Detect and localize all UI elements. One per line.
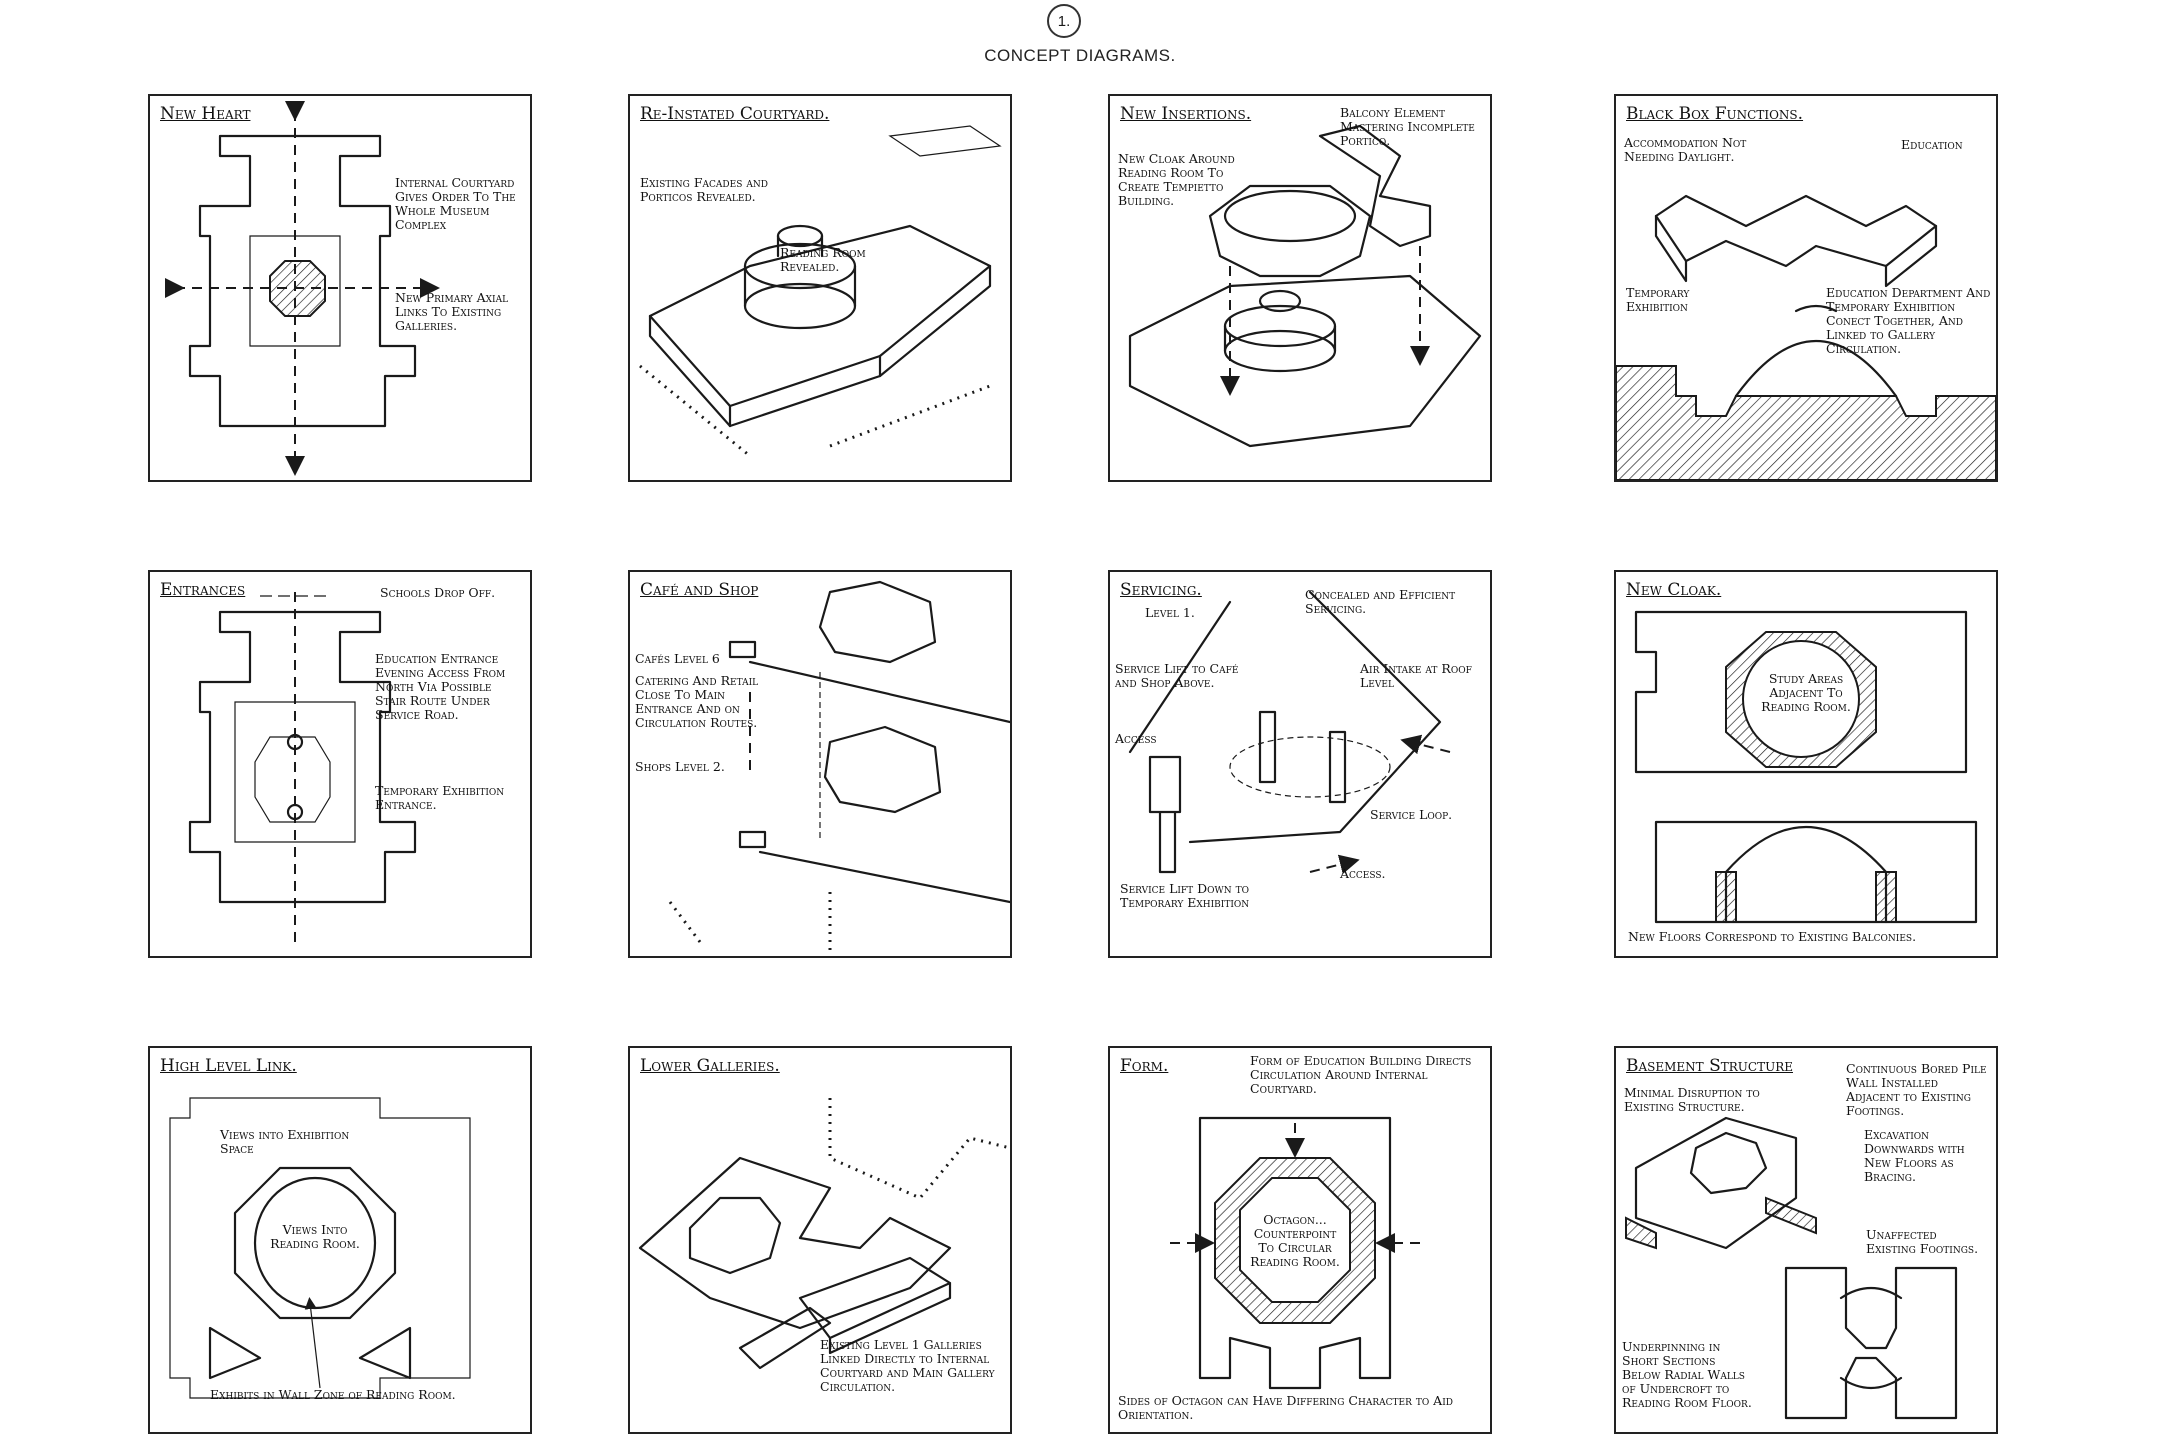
pile-wall-note: Continuous Bored Pile Wall Installed Adj…	[1846, 1061, 1987, 1118]
panel-entrances: Entrances Schools Drop Off. Education En…	[148, 570, 532, 958]
underpinning-note: Underpinning in Short Sections Below Rad…	[1622, 1339, 1752, 1410]
servicing-drawing	[1128, 590, 1451, 875]
exhibition-views-note: Views into Exhibition Space	[220, 1127, 350, 1156]
insertions-drawing	[1128, 124, 1482, 448]
panel-title: Black Box Functions.	[1626, 104, 1804, 124]
air-intake-note: Air Intake at Roof Level	[1360, 661, 1472, 690]
panel-lower-galleries: Lower Galleries. Existing Level 1 Galler…	[628, 1046, 1012, 1434]
balcony-note: Balcony Element Mastering Incomplete Por…	[1340, 105, 1475, 148]
exhibition-entrance-note: Temporary Exhibition Entrance.	[375, 783, 505, 812]
orientation-note: Sides of Octagon can Have Differing Char…	[1118, 1393, 1453, 1422]
panel-cafe-shop: Café and Shop Cafés Level 6 Catering And…	[628, 570, 1012, 958]
access-note-bottom: Access.	[1340, 866, 1386, 881]
cafes-level-note: Cafés Level 6	[635, 651, 720, 666]
panel-title: New Insertions.	[1120, 104, 1252, 124]
form-drawing	[1170, 1116, 1420, 1390]
exhibits-note: Exhibits in Wall Zone of Reading Room.	[210, 1387, 456, 1402]
panel-title: High Level Link.	[160, 1056, 297, 1076]
panel-title: Basement Structure	[1626, 1056, 1793, 1076]
panel-title: Entrances	[160, 580, 246, 600]
access-note-left: Access	[1115, 731, 1157, 746]
reading-room-note: Reading Room Revealed.	[780, 245, 866, 274]
facades-note: Existing Facades and Porticos Revealed.	[640, 175, 768, 204]
panel-title: Café and Shop	[640, 580, 759, 600]
basement-drawing	[1625, 1116, 1958, 1420]
temporary-exhibition-note: Temporary Exhibition	[1626, 285, 1690, 314]
service-loop-note: Service Loop.	[1370, 807, 1453, 822]
black-box-drawing	[1616, 194, 1996, 480]
panel-title: Lower Galleries.	[640, 1056, 780, 1076]
octagon-note: Octagon... Counterpoint To Circular Read…	[1250, 1212, 1340, 1269]
panel-basement-structure: Basement Structure Minimal Disruption to…	[1614, 1046, 1998, 1434]
schools-note: Schools Drop Off.	[380, 585, 496, 600]
courtyard-drawing	[639, 125, 1002, 458]
entrances-drawing	[188, 592, 417, 942]
high-level-link-drawing	[169, 1097, 471, 1399]
cafe-shop-drawing	[668, 580, 1010, 952]
new-cloak-drawing	[1634, 610, 1978, 924]
study-areas-note: Study Areas Adjacent To Reading Room.	[1761, 671, 1851, 714]
service-lift-down-note: Service Lift Down to Temporary Exhibitio…	[1120, 881, 1250, 910]
sheet-title: CONCEPT DIAGRAMS.	[984, 46, 1176, 65]
shops-level-note: Shops Level 2.	[635, 759, 725, 774]
minimal-disruption-note: Minimal Disruption to Existing Structure…	[1624, 1085, 1760, 1114]
panel-high-level-link: High Level Link. Views into Exhibition S…	[148, 1046, 532, 1434]
form-circulation-note: Form of Education Building Directs Circu…	[1250, 1053, 1472, 1096]
panel-servicing: Servicing. Level 1. Concealed and Effici…	[1108, 570, 1492, 958]
panel-new-heart: New Heart Internal Courtyard Gives Order…	[148, 94, 532, 482]
panel-new-insertions: New Insertions. Balcony Element Masterin…	[1108, 94, 1492, 482]
daylight-note: Accommodation Not Needing Daylight.	[1624, 135, 1747, 164]
link-note: Education Department And Temporary Exhib…	[1826, 285, 1991, 356]
lower-galleries-drawing	[638, 1098, 1010, 1370]
excavation-note: Excavation Downwards with New Floors as …	[1864, 1127, 1965, 1184]
panel-reinstated-courtyard: Re-Instated Courtyard. Existing Facades …	[628, 94, 1012, 482]
concealed-note: Concealed and Efficient Servicing.	[1305, 587, 1456, 616]
catering-note: Catering And Retail Close To Main Entran…	[635, 673, 759, 730]
education-note: Education	[1901, 137, 1963, 152]
cloak-note: New Cloak Around Reading Room To Create …	[1118, 151, 1235, 208]
panel-title: New Cloak.	[1626, 580, 1722, 600]
panel-title: Re-Instated Courtyard.	[640, 104, 830, 124]
galleries-note: Existing Level 1 Galleries Linked Direct…	[820, 1337, 995, 1394]
panel-form: Form. Form of Education Building Directs…	[1108, 1046, 1492, 1434]
axial-links-note: New Primary Axial Links To Existing Gall…	[395, 290, 509, 333]
panel-black-box: Black Box Functions. Accommodation Not N…	[1614, 94, 1998, 482]
reading-room-views-note: Views Into Reading Room.	[270, 1222, 360, 1251]
sheet-number: 1.	[1047, 4, 1081, 38]
new-heart-drawing	[165, 101, 440, 476]
panel-title: Servicing.	[1120, 580, 1202, 600]
new-floors-note: New Floors Correspond to Existing Balcon…	[1628, 929, 1917, 944]
level-note: Level 1.	[1145, 605, 1195, 620]
panel-title: Form.	[1120, 1056, 1169, 1076]
panel-title: New Heart	[160, 104, 251, 124]
courtyard-note: Internal Courtyard Gives Order To The Wh…	[395, 175, 516, 232]
unaffected-footings-note: Unaffected Existing Footings.	[1866, 1227, 1979, 1256]
panel-new-cloak: New Cloak. Study Areas Adjacent To Readi…	[1614, 570, 1998, 958]
education-entrance-note: Education Entrance Evening Access From N…	[375, 651, 506, 722]
service-lift-up-note: Service Lift to Café and Shop Above.	[1115, 661, 1239, 690]
